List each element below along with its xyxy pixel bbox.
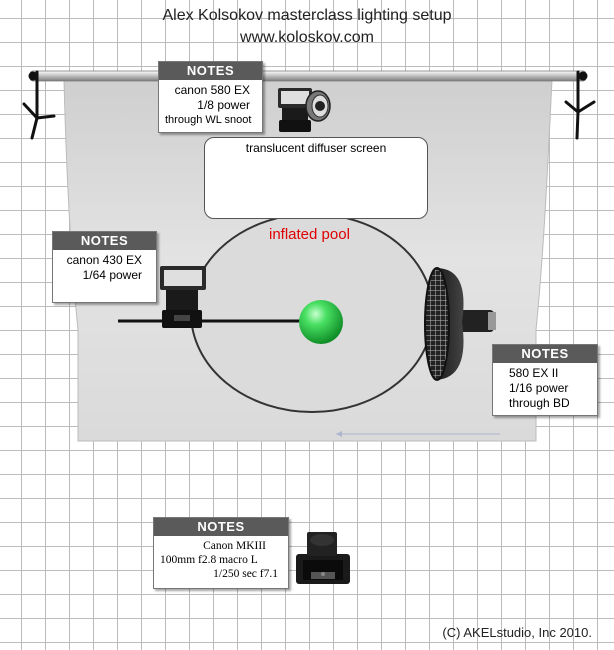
notes-line: Canon MKIII [203,540,266,552]
copyright-text: (C) AKELstudio, Inc 2010. [442,625,592,640]
pool-label: inflated pool [269,226,350,243]
notes-line: 1/64 power [82,268,142,282]
notes-line: 580 EX II [509,366,559,380]
notes-header: NOTES [154,518,288,536]
flash-icon [160,266,206,328]
light-stand-icon [22,70,56,140]
light-stand-icon [564,70,596,140]
snoot-icon [305,90,331,122]
notes-line: through WL snoot [165,114,252,126]
notes-header: NOTES [53,232,156,250]
notes-box-left-flash: NOTES canon 430 EX 1/64 power [52,231,157,303]
diffuser-screen: translucent diffuser screen [204,137,428,219]
notes-box-top-flash: NOTES canon 580 EX 1/8 power through WL … [158,61,263,133]
diffuser-label: translucent diffuser screen [245,141,387,155]
notes-line: through BD [509,396,570,410]
notes-line: canon 580 EX [174,83,250,97]
green-ball [299,300,343,344]
notes-header: NOTES [493,345,597,363]
notes-line: 1/16 power [509,381,569,395]
beauty-dish-icon [424,267,496,381]
notes-line: 1/250 sec f7.1 [213,568,278,580]
backdrop-bar [29,70,587,82]
notes-box-camera: NOTES Canon MKIII 100mm f2.8 macro L 1/2… [153,517,289,589]
notes-line: 1/8 power [197,98,250,112]
flash-icon [278,88,312,132]
notes-header: NOTES [159,62,262,80]
notes-box-right-flash: NOTES 580 EX II 1/16 power through BD [492,344,598,416]
diagram-title: Alex Kolsokov masterclass lighting setup [162,7,452,24]
notes-line: canon 430 EX [66,253,142,267]
camera-icon [296,532,350,584]
website-url[interactable]: www.koloskov.com [240,29,374,46]
notes-line: 100mm f2.8 macro L [160,554,258,566]
